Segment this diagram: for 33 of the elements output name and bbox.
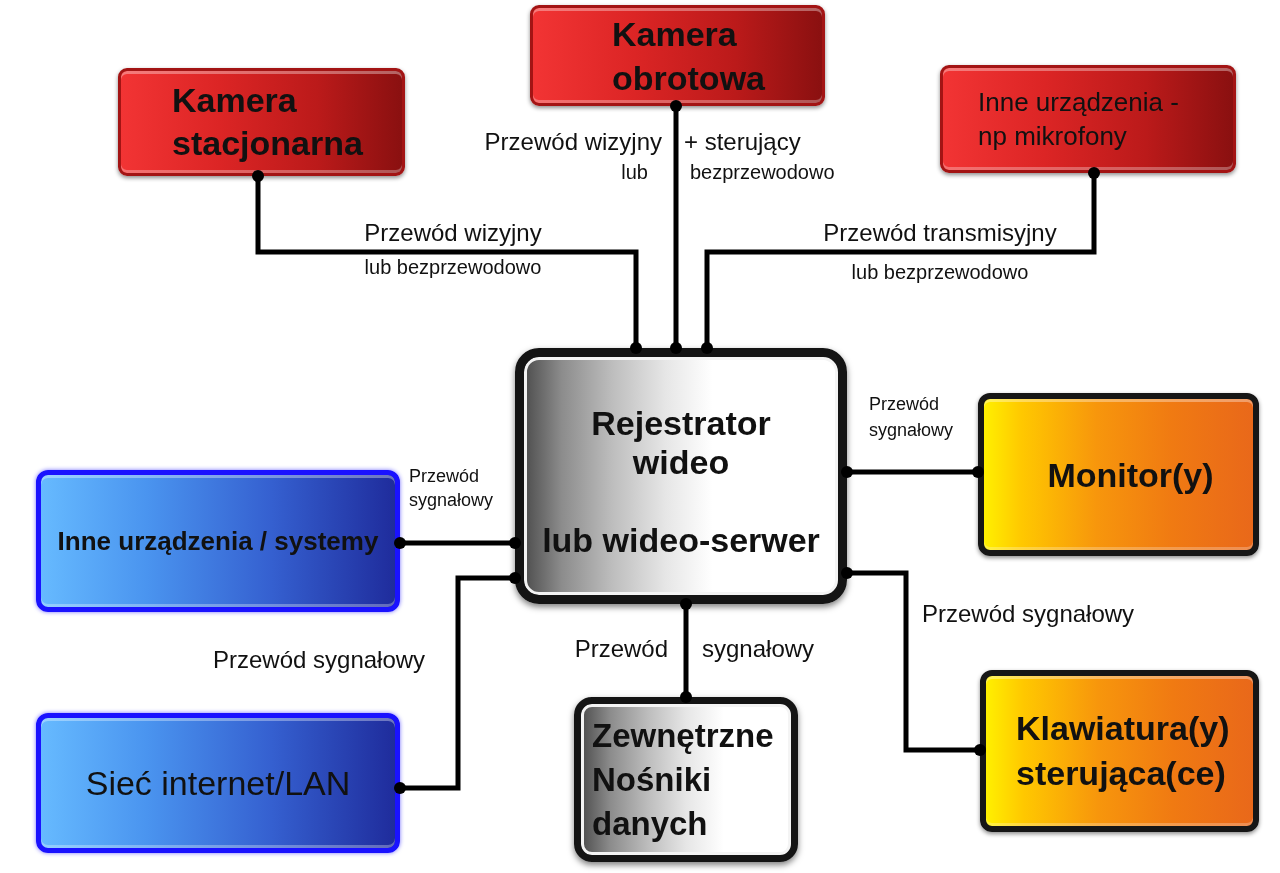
edge-label: Przewód sygnałowy bbox=[869, 394, 954, 441]
device-box bbox=[980, 670, 1259, 832]
connector-line bbox=[394, 572, 521, 794]
edge-label: Przewód sygnałowy bbox=[409, 466, 494, 511]
edge-label: Przewód sygnałowy bbox=[213, 646, 426, 674]
device-box bbox=[978, 393, 1259, 556]
device-name: Kamera obrotowa bbox=[612, 13, 766, 99]
device-name: Sieć internet/LAN bbox=[85, 763, 351, 803]
connector-line bbox=[252, 170, 642, 354]
connector-line bbox=[394, 537, 521, 549]
connector-line bbox=[841, 567, 986, 756]
connector-line bbox=[841, 466, 984, 478]
edge-label: Przewód sygnałowy bbox=[574, 635, 815, 663]
connector-line bbox=[701, 167, 1100, 354]
device-box bbox=[118, 68, 405, 176]
device-box bbox=[36, 713, 400, 853]
device-name: Monitor(y) bbox=[1046, 454, 1215, 495]
edge-label: Przewód sygnałowy bbox=[922, 600, 1135, 628]
device-box bbox=[940, 65, 1236, 173]
connector-line bbox=[670, 100, 682, 354]
device-name: lub wideo-serwer bbox=[541, 521, 821, 560]
device-name: Inne urządzenia - np mikrofony bbox=[978, 86, 1180, 153]
device-box bbox=[530, 5, 825, 106]
device-name: Rejestrator wideo bbox=[590, 404, 772, 482]
device-name: Inne urządzenia / systemy bbox=[57, 525, 379, 557]
device-name: Kamera stacjonarna bbox=[172, 80, 364, 164]
edge-label: Przewód transmisyjny lub bezprzewodowo bbox=[823, 219, 1057, 284]
device-name: Klawiatura(y) sterująca(ce) bbox=[1016, 708, 1231, 794]
connector-line bbox=[680, 598, 692, 703]
edge-label: Przewód wizyjny + sterujący lub bezprzewodowo bbox=[484, 128, 835, 184]
device-box bbox=[515, 348, 847, 604]
device-box bbox=[36, 470, 400, 612]
edge-label: Przewód wizyjny lub bezprzewodowo bbox=[364, 219, 542, 279]
